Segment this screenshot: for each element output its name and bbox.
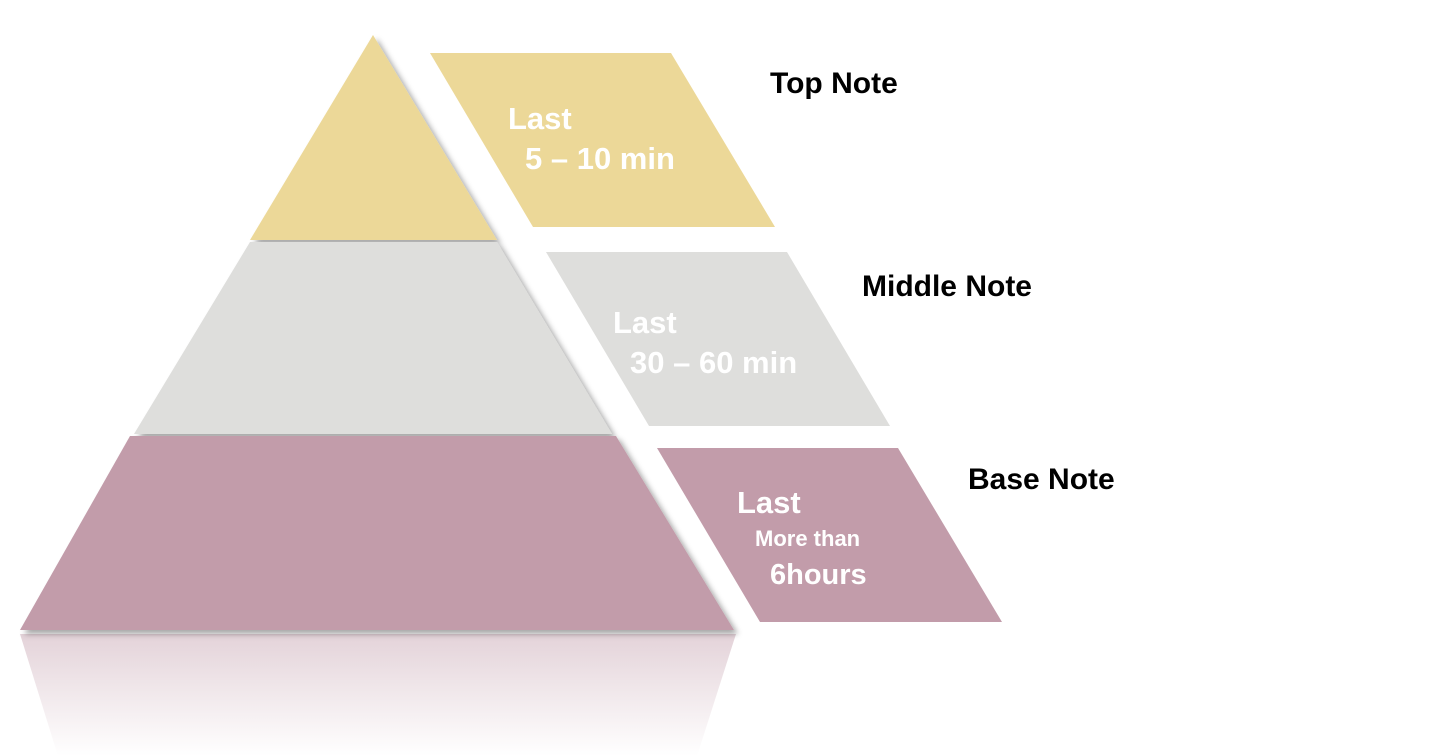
panel-base: Last More than 6hours <box>657 448 1002 622</box>
panel-base-line-3: 6hours <box>770 559 867 591</box>
pyramid-tier-base <box>20 436 734 630</box>
panel-middle-line-1: Last <box>613 305 677 340</box>
panel-base-shape <box>657 448 1002 622</box>
panel-middle: Last 30 – 60 min <box>546 252 890 426</box>
panel-top: Last 5 – 10 min <box>430 53 775 227</box>
panel-middle-shape <box>546 252 890 426</box>
panel-top-shape <box>430 53 775 227</box>
panel-top-line-1: Last <box>508 101 572 136</box>
label-top-note: Top Note <box>770 67 898 100</box>
label-middle-note: Middle Note <box>862 270 1032 303</box>
note-labels: Top Note Middle Note Base Note <box>770 67 1115 496</box>
duration-panels: Last 5 – 10 min Last 30 – 60 min Last Mo… <box>430 53 1002 622</box>
panel-base-line-2: More than <box>755 526 860 551</box>
panel-top-line-2: 5 – 10 min <box>525 141 675 176</box>
panel-base-line-1: Last <box>737 485 801 520</box>
pyramid-reflection <box>20 634 736 756</box>
label-base-note: Base Note <box>968 463 1115 496</box>
pyramid-tier-top <box>250 35 497 240</box>
panel-middle-line-2: 30 – 60 min <box>630 345 797 380</box>
pyramid-tier-middle <box>134 242 612 434</box>
pyramid <box>20 35 734 630</box>
